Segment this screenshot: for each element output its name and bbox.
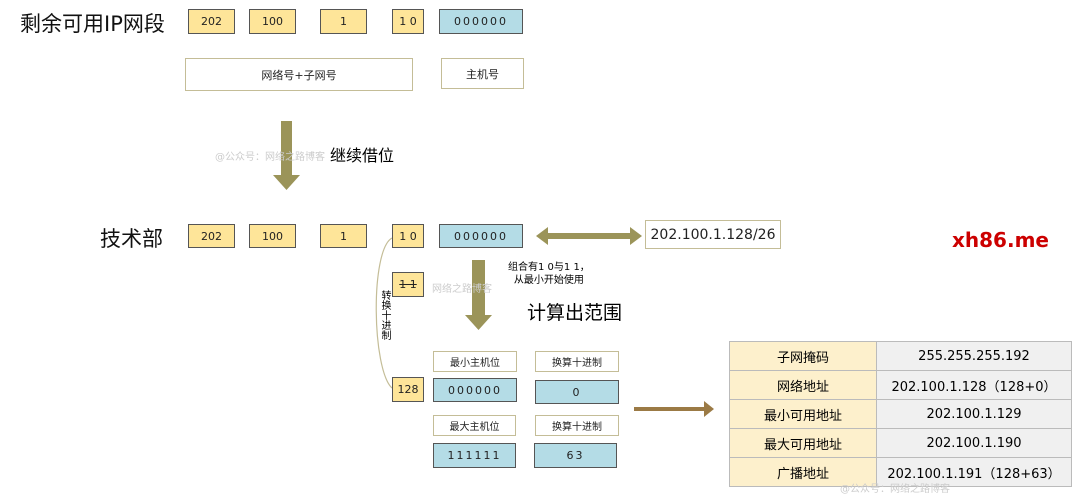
step-borrow: 继续借位: [330, 146, 395, 165]
title-remaining: 剩余可用IP网段: [20, 12, 165, 36]
octet: 100: [249, 224, 296, 248]
octet: 202: [188, 9, 235, 34]
octet: 100: [249, 9, 296, 34]
row-key: 网络地址: [729, 370, 877, 400]
row-key: 最大可用地址: [729, 428, 877, 458]
row-value: 202.100.1.191（128+63）: [876, 457, 1072, 487]
min-label: 最小主机位: [433, 351, 517, 372]
min-decimal: 0: [535, 380, 619, 404]
right-arrow-icon: [634, 401, 714, 417]
row-value: 202.100.1.128（128+0）: [876, 370, 1072, 400]
row-key: 广播地址: [729, 457, 877, 487]
curve-connector: [375, 237, 393, 389]
down-arrow-icon: [465, 260, 492, 330]
watermark: @公众号：网络之路博客: [840, 484, 950, 495]
watermark: 网络之路博客: [432, 284, 492, 295]
octet: 1: [320, 224, 367, 248]
row-value: 255.255.255.192: [876, 341, 1072, 371]
struck-octet: 1 1: [392, 272, 424, 297]
row-value: 202.100.1.129: [876, 399, 1072, 429]
row-key: 最小可用地址: [729, 399, 877, 429]
note-line: 组合有1 0与1 1，: [508, 262, 590, 273]
row-key: 子网掩码: [729, 341, 877, 371]
host-bits: 000000: [439, 224, 523, 248]
convert-label: 换算十进制: [535, 415, 619, 436]
host-bits: 000000: [439, 9, 523, 34]
max-label: 最大主机位: [433, 415, 516, 436]
max-decimal: 63: [534, 443, 617, 468]
row-value: 202.100.1.190: [876, 428, 1072, 458]
octet: 1 0: [392, 9, 424, 34]
double-arrow-icon: [536, 227, 642, 245]
watermark: @公众号：网络之路博客: [215, 152, 325, 163]
decimal-octet: 128: [392, 377, 424, 402]
title-dept: 技术部: [100, 227, 163, 251]
cidr: 202.100.1.128/26: [645, 220, 781, 249]
host-label: 主机号: [441, 58, 524, 89]
brand-watermark: xh86.me: [952, 228, 1049, 252]
down-arrow-icon: [273, 121, 300, 190]
convert-label: 转换十进制: [379, 290, 390, 340]
calc-title: 计算出范围: [527, 302, 623, 324]
octet: 202: [188, 224, 235, 248]
min-bits: 000000: [433, 378, 517, 402]
octet: 1 0: [392, 224, 424, 248]
convert-label: 换算十进制: [535, 351, 619, 372]
note: 组合有1 0与1 1， 从最小开始使用: [508, 261, 590, 287]
octet: 1: [320, 9, 367, 34]
note-line: 从最小开始使用: [513, 275, 584, 286]
max-bits: 111111: [433, 443, 516, 468]
net-label: 网络号+子网号: [185, 58, 413, 91]
